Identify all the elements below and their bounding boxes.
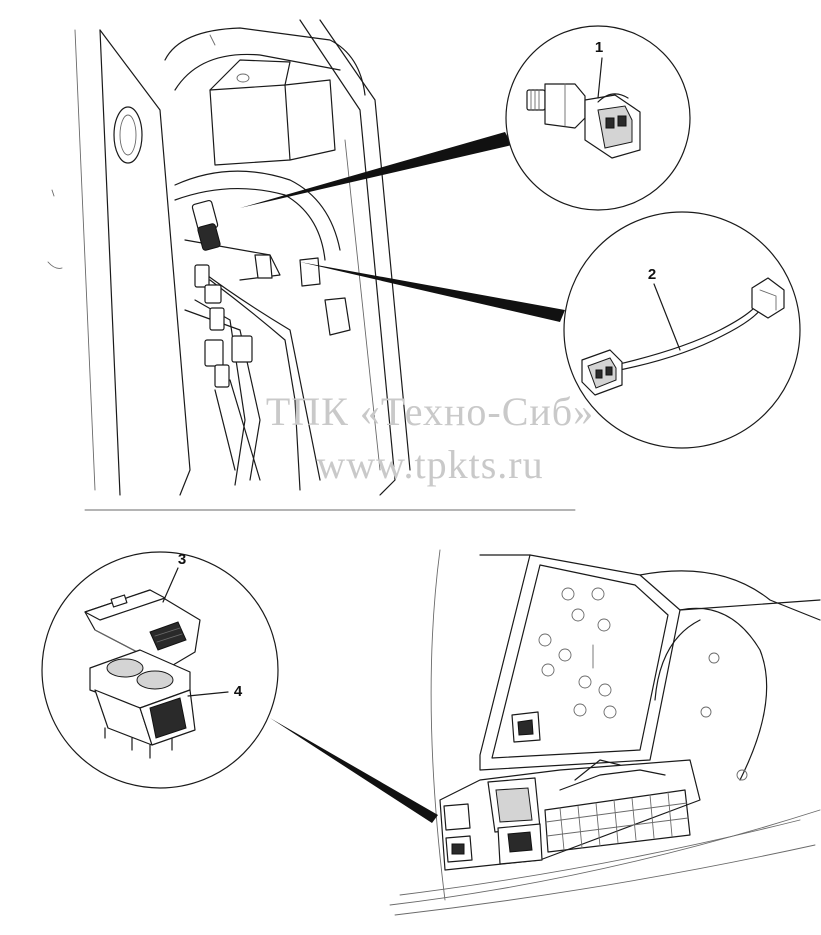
leader-3-4 [270,718,438,823]
leader-1 [240,132,512,208]
callout-1-label: 1 [595,39,603,56]
load-chart-decal [544,759,691,853]
watermark-url: www.tpkts.ru [316,442,543,487]
wiring-harness-detail: 2 [563,211,801,449]
cab-console-view [389,549,821,916]
leader-2 [300,262,565,322]
boom-assembly-view [47,19,576,511]
control-decal-panel [538,587,617,719]
callout-4-label: 4 [234,683,243,700]
callout-2-label: 2 [648,266,656,283]
callout-3-label: 3 [178,551,186,568]
rocker-switch-detail: 3 4 [41,551,279,789]
watermark-company: ТПК «Техно-Сиб» [266,389,594,434]
pressure-switch-detail: 1 [505,25,691,211]
